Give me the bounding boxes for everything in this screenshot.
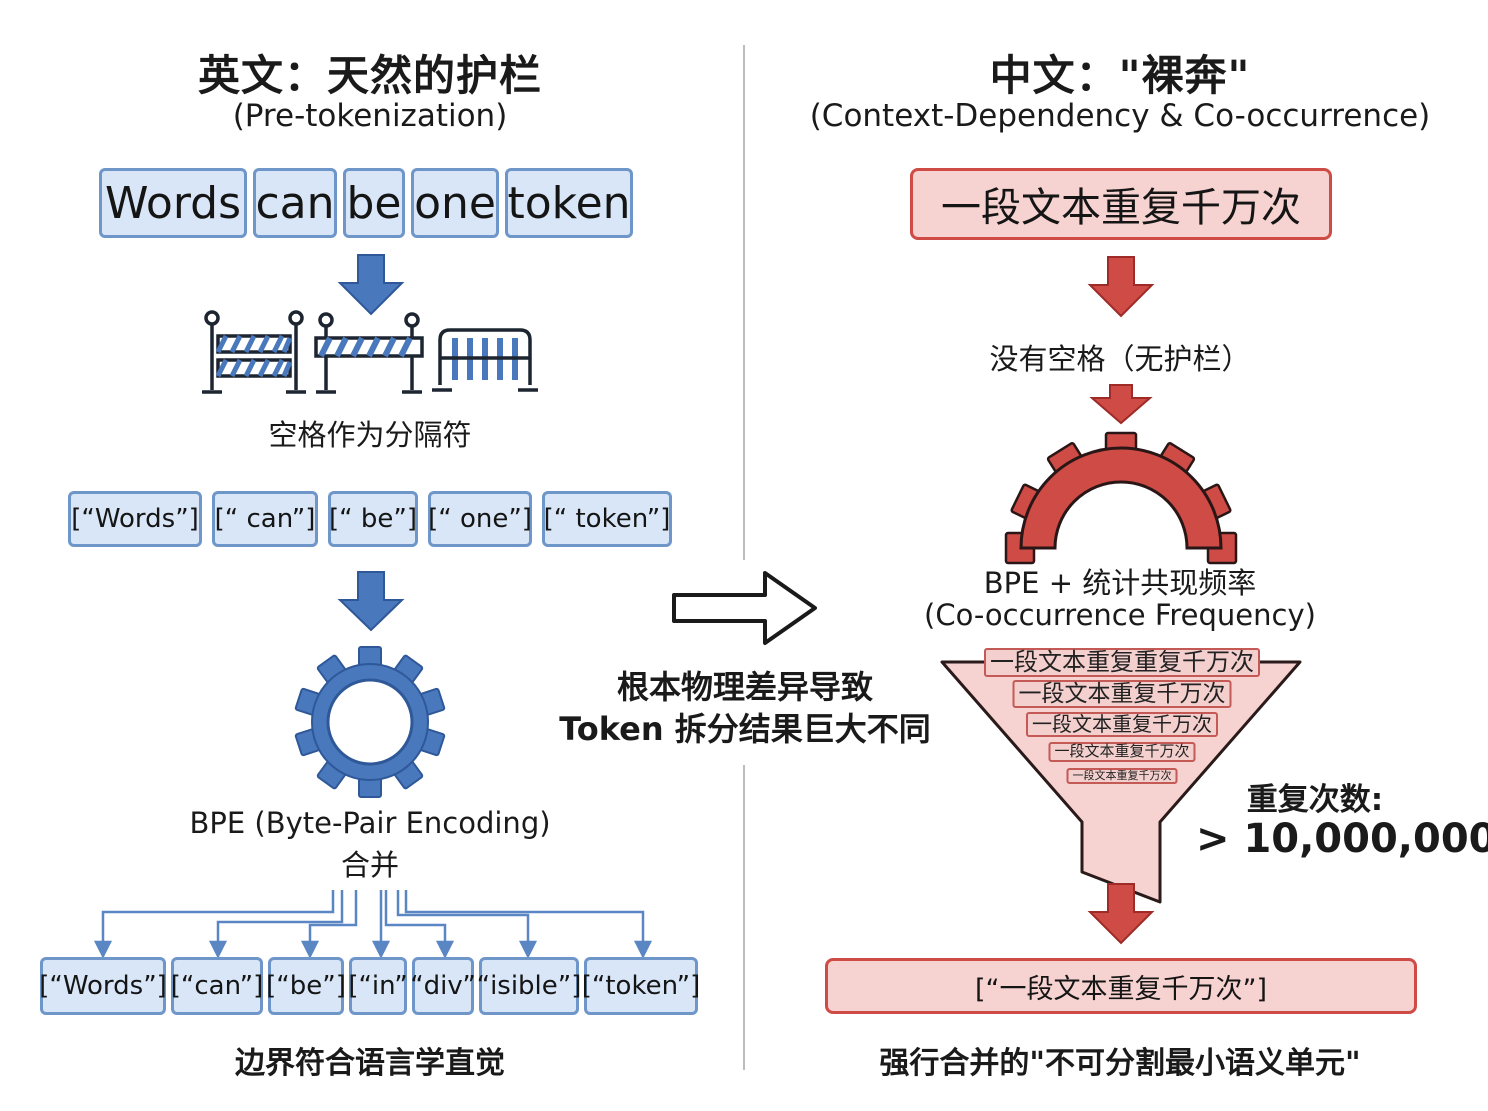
word-box: token (505, 168, 633, 238)
arrow-right-icon (672, 571, 817, 645)
word-box: one (411, 168, 499, 238)
pretoken-row: [“Words”] [“ can”] [“ be”] [“ one”] [“ t… (68, 491, 672, 547)
barrier-icon (202, 310, 538, 394)
arrow-down-icon (1087, 256, 1155, 318)
gear-icon (294, 646, 446, 798)
pretoken-box: [“ one”] (428, 491, 532, 547)
merge-label: 合并 (340, 848, 399, 882)
merge-connectors (93, 890, 653, 959)
final-token-box: [“can”] (171, 957, 263, 1015)
bpe-label: BPE (Byte-Pair Encoding) (189, 806, 551, 840)
middle-line1: 根本物理差异导致 (616, 668, 873, 706)
right-bpe-sub: (Co-occurrence Frequency) (924, 598, 1316, 632)
word-row: Words can be one token (99, 168, 633, 238)
funnel-line: 一段文本重复千万次 (1012, 680, 1232, 709)
funnel-line: 一段文本重复千万次 (1066, 768, 1178, 784)
left-title: 英文：天然的护栏 (197, 51, 542, 100)
final-token-box: “isible”] (477, 957, 581, 1015)
final-token-box: “div” (410, 957, 476, 1015)
gear-icon (1004, 431, 1238, 565)
funnel-line: 一段文本重复千万次 (1026, 712, 1218, 737)
no-space-label: 没有空格（无护栏） (989, 342, 1251, 376)
repeat-label: 重复次数: (1246, 782, 1384, 818)
right-subtitle: (Context-Dependency & Co-occurrence) (809, 98, 1431, 134)
final-token-row: [“Words”] [“can”] [“be”] [“in” “div” “is… (39, 957, 700, 1015)
pretoken-box: [“ token”] (542, 491, 672, 547)
final-token-box: [“in” (348, 957, 408, 1015)
repeat-value: > 10,000,000 (1196, 816, 1488, 862)
pretoken-box: [“ be”] (328, 491, 418, 547)
left-subtitle: (Pre-tokenization) (232, 98, 508, 134)
final-token-box: [“一段文本重复千万次”] (825, 958, 1417, 1014)
middle-line2: Token 拆分结果巨大不同 (559, 710, 931, 748)
funnel-line: 一段文本重复重复千万次 (984, 648, 1260, 678)
arrow-down-icon (337, 571, 405, 632)
word-box: can (253, 168, 337, 238)
word-box: be (343, 168, 405, 238)
pretoken-box: [“ can”] (212, 491, 318, 547)
right-conclusion: 强行合并的"不可分割最小语义单元" (879, 1046, 1361, 1081)
word-box: Words (99, 168, 247, 238)
final-token-box: [“token”] (582, 957, 700, 1015)
arrow-down-icon (337, 254, 405, 316)
right-bpe-label: BPE + 统计共现频率 (983, 566, 1257, 600)
left-conclusion: 边界符合语言学直觉 (235, 1046, 505, 1081)
final-token-box: [“be”] (266, 957, 346, 1015)
barrier-caption: 空格作为分隔符 (268, 418, 472, 452)
final-token-box: [“Words”] (39, 957, 167, 1015)
right-title: 中文："裸奔" (989, 51, 1251, 100)
arrow-down-icon (1087, 883, 1155, 945)
funnel-text-stack: 一段文本重复重复千万次 一段文本重复千万次 一段文本重复千万次 一段文本重复千万… (960, 648, 1284, 798)
funnel-line: 一段文本重复千万次 (1048, 742, 1196, 762)
pretoken-box: [“Words”] (68, 491, 202, 547)
chinese-text-box: 一段文本重复千万次 (910, 168, 1332, 240)
arrow-down-icon (1089, 384, 1153, 425)
